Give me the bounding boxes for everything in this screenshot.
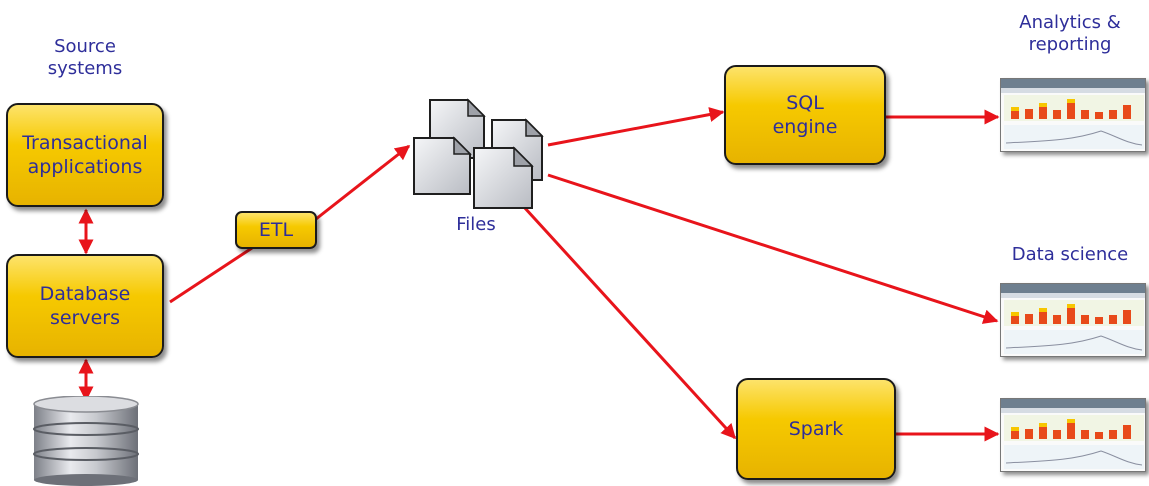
spark-box: Spark <box>736 378 896 480</box>
transactional-applications-box: Transactional applications <box>6 103 164 207</box>
etl-text: ETL <box>258 219 294 241</box>
files-stack-icon <box>413 98 544 209</box>
data-science-label: Data science <box>1011 244 1129 265</box>
files-label: Files <box>456 214 496 235</box>
report-chart-icon <box>1001 399 1145 469</box>
database-storage-icon <box>33 396 139 486</box>
arrow-database-etl <box>169 246 253 304</box>
transactional-applications-text: Transactional applications <box>22 132 148 178</box>
arrow-files-spark <box>522 205 737 440</box>
analytics-report-thumbnail <box>1000 78 1146 152</box>
spark-text: Spark <box>788 418 844 440</box>
database-servers-box: Database servers <box>6 254 164 358</box>
sql-engine-box: SQL engine <box>724 65 886 165</box>
arrow-files-sql <box>547 107 725 147</box>
report-chart-icon <box>1001 284 1145 354</box>
analytics-reporting-label: Analytics & reporting <box>1019 12 1121 55</box>
arrow-etl-files <box>315 144 411 221</box>
source-systems-label: Source systems <box>47 36 123 79</box>
etl-box: ETL <box>235 211 317 249</box>
data-science-report-thumbnail <box>1000 283 1146 357</box>
database-servers-text: Database servers <box>39 283 131 329</box>
report-chart-icon <box>1001 79 1145 149</box>
sql-engine-text: SQL engine <box>772 92 838 138</box>
spark-report-thumbnail <box>1000 398 1146 472</box>
arrow-files-datascience <box>547 173 999 324</box>
